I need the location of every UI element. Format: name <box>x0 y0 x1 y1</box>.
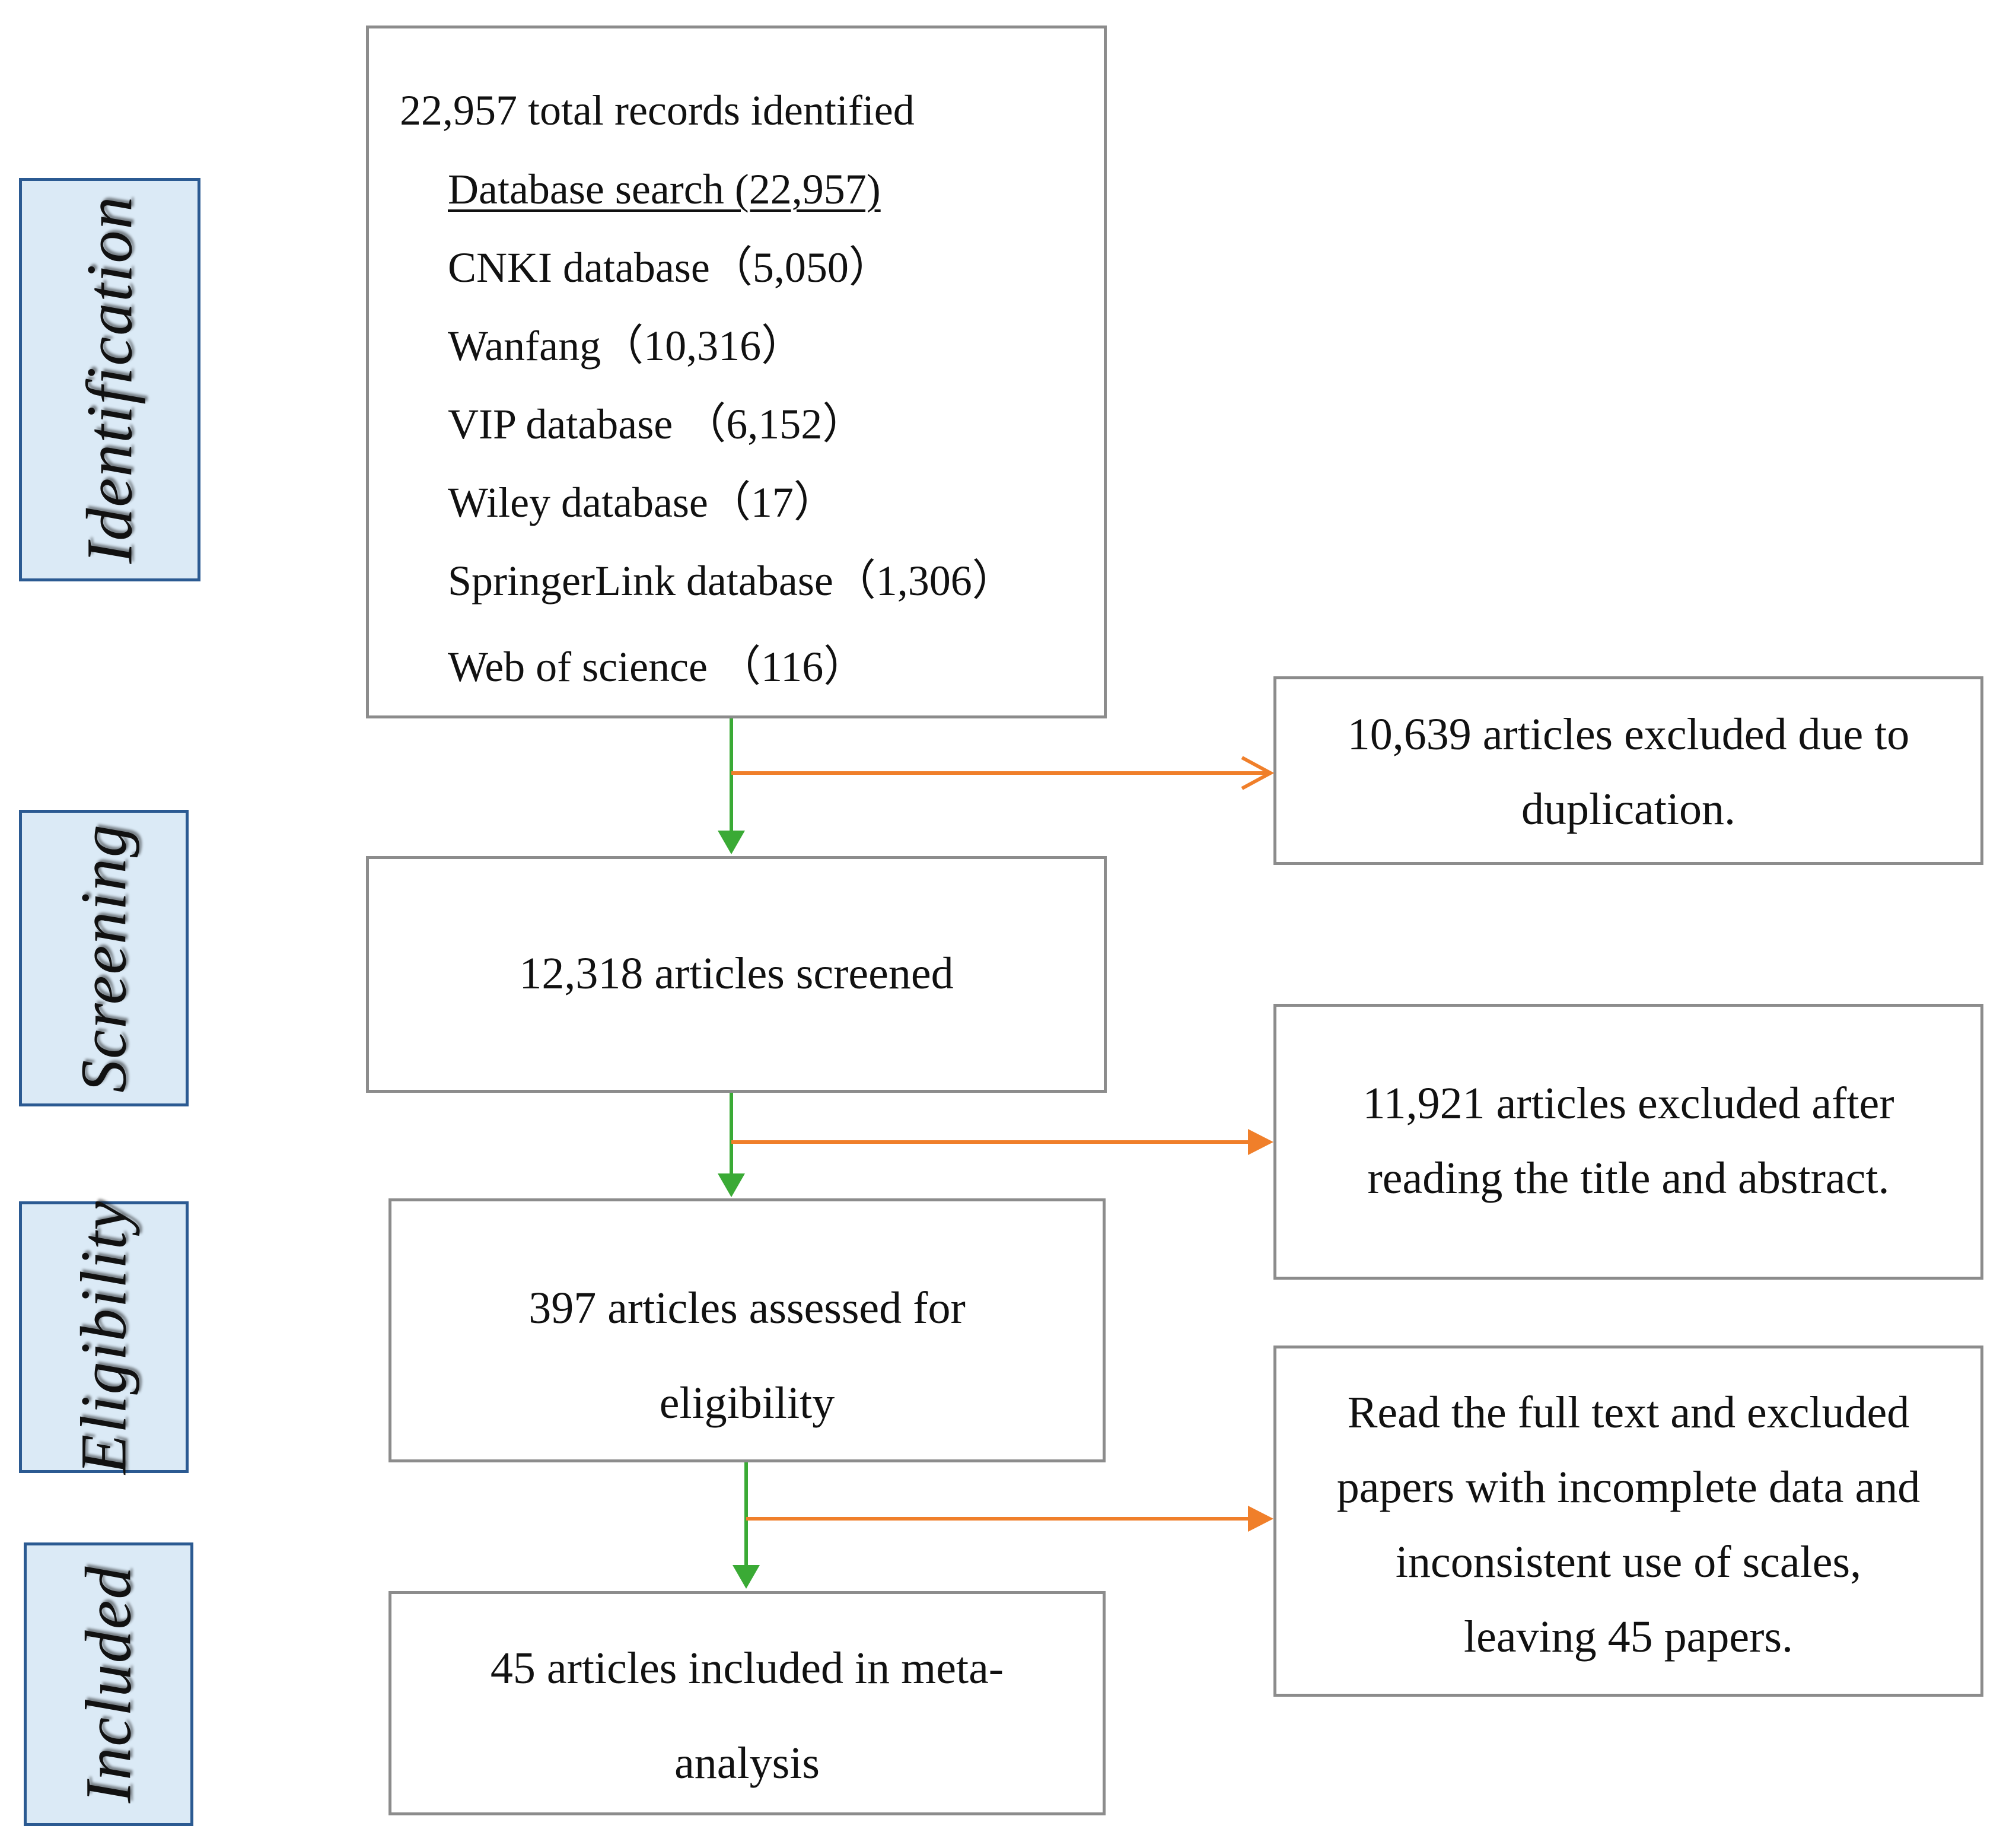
excluded-title-abstract-line1: 11,921 articles excluded after <box>1362 1079 1894 1128</box>
excluded-duplicates-box: 10,639 articles excluded due to duplicat… <box>1273 676 1983 865</box>
excluded-full-text-box: Read the full text and excluded papers w… <box>1273 1346 1983 1697</box>
included-line1: 45 articles included in meta- <box>490 1643 1004 1693</box>
excluded-duplicates-line1: 10,639 articles excluded due to <box>1347 710 1910 759</box>
side-arrow-3-head <box>1248 1506 1273 1532</box>
stage-eligibility: Eligibility <box>19 1200 189 1474</box>
stage-identification: Identification <box>19 178 200 581</box>
source-wanfang: Wanfang（10,316） <box>448 322 804 370</box>
excluded-full-text-line2: papers with incomplete data and <box>1336 1462 1921 1512</box>
records-identified-box: 22,957 total records identified Database… <box>366 26 1107 718</box>
excluded-full-text-line3: inconsistent use of scales, <box>1395 1537 1862 1587</box>
excluded-full-text-line1: Read the full text and excluded <box>1347 1388 1910 1437</box>
down-arrow-3-head <box>733 1565 760 1589</box>
source-springerlink: SpringerLink database（1,306） <box>448 557 1015 605</box>
excluded-title-abstract-box: 11,921 articles excluded after reading t… <box>1273 1004 1983 1280</box>
total-records: 22,957 total records identified <box>400 87 915 134</box>
excluded-title-abstract-line2: reading the title and abstract. <box>1367 1153 1890 1203</box>
eligibility-line2: eligibility <box>659 1378 835 1428</box>
database-search: Database search (22,957) <box>448 166 881 213</box>
included-line2: analysis <box>674 1738 820 1788</box>
source-vip: VIP database （6,152） <box>448 400 865 448</box>
excluded-full-text-line4: leaving 45 papers. <box>1463 1612 1794 1662</box>
source-web-of-science: Web of science （116） <box>448 643 867 691</box>
down-arrow-2-head <box>718 1173 745 1197</box>
side-arrow-2-head <box>1248 1129 1273 1155</box>
stage-screening: Screening <box>19 810 189 1106</box>
excluded-duplicates-line2: duplication. <box>1521 784 1735 834</box>
included-box: 45 articles included in meta- analysis <box>389 1591 1106 1815</box>
source-cnki: CNKI database（5,050） <box>448 244 891 291</box>
down-arrow-1-head <box>718 831 745 854</box>
eligibility-box: 397 articles assessed for eligibility <box>389 1198 1106 1462</box>
source-wiley: Wiley database（17） <box>448 479 836 526</box>
eligibility-line1: 397 articles assessed for <box>528 1283 966 1333</box>
screened-text: 12,318 articles screened <box>519 949 954 998</box>
side-arrow-1-head <box>1241 756 1275 790</box>
stage-included: Included <box>24 1542 193 1826</box>
screened-box: 12,318 articles screened <box>366 856 1107 1093</box>
